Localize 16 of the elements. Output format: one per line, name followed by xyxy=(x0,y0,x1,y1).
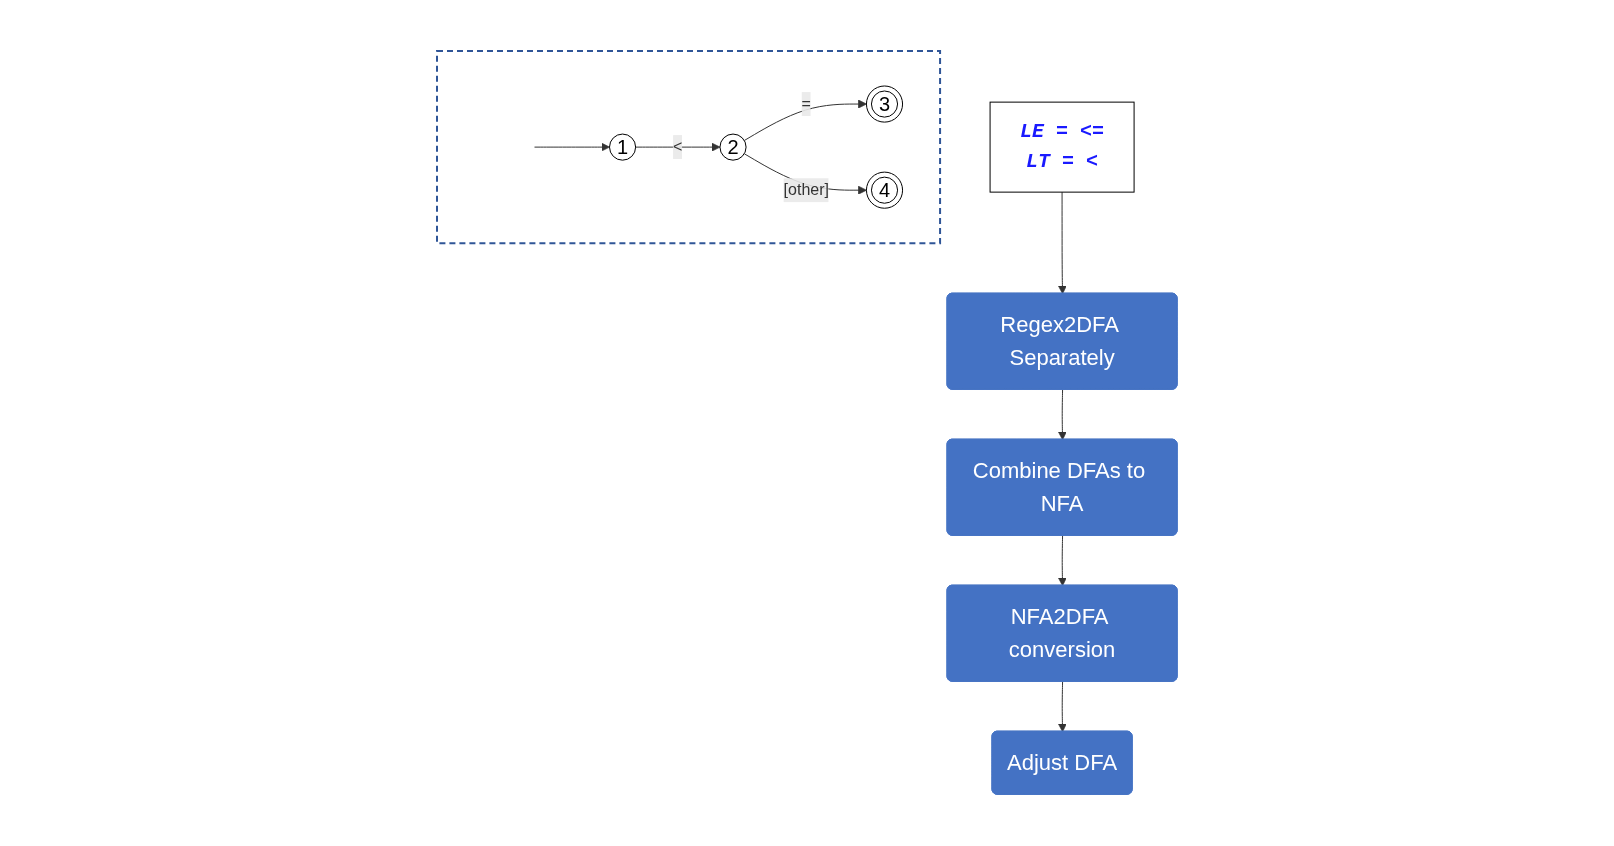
edge-label: < xyxy=(673,138,683,156)
arrow xyxy=(1057,535,1067,587)
edge-label: [other] xyxy=(783,181,829,199)
arrow xyxy=(1057,192,1067,295)
node-circle: 2 xyxy=(719,133,747,162)
node-circle: 1 xyxy=(608,133,637,162)
arrow xyxy=(635,143,721,152)
arrow xyxy=(533,143,610,152)
arrow xyxy=(1057,681,1067,733)
node-circle: 4 xyxy=(865,172,904,210)
arrow xyxy=(743,100,867,142)
arrow xyxy=(1057,389,1067,441)
edge-label: = xyxy=(801,95,811,113)
cluster xyxy=(435,50,941,245)
node-box: LE = <= LT = < xyxy=(989,102,1135,193)
node-circle: 3 xyxy=(865,85,904,123)
